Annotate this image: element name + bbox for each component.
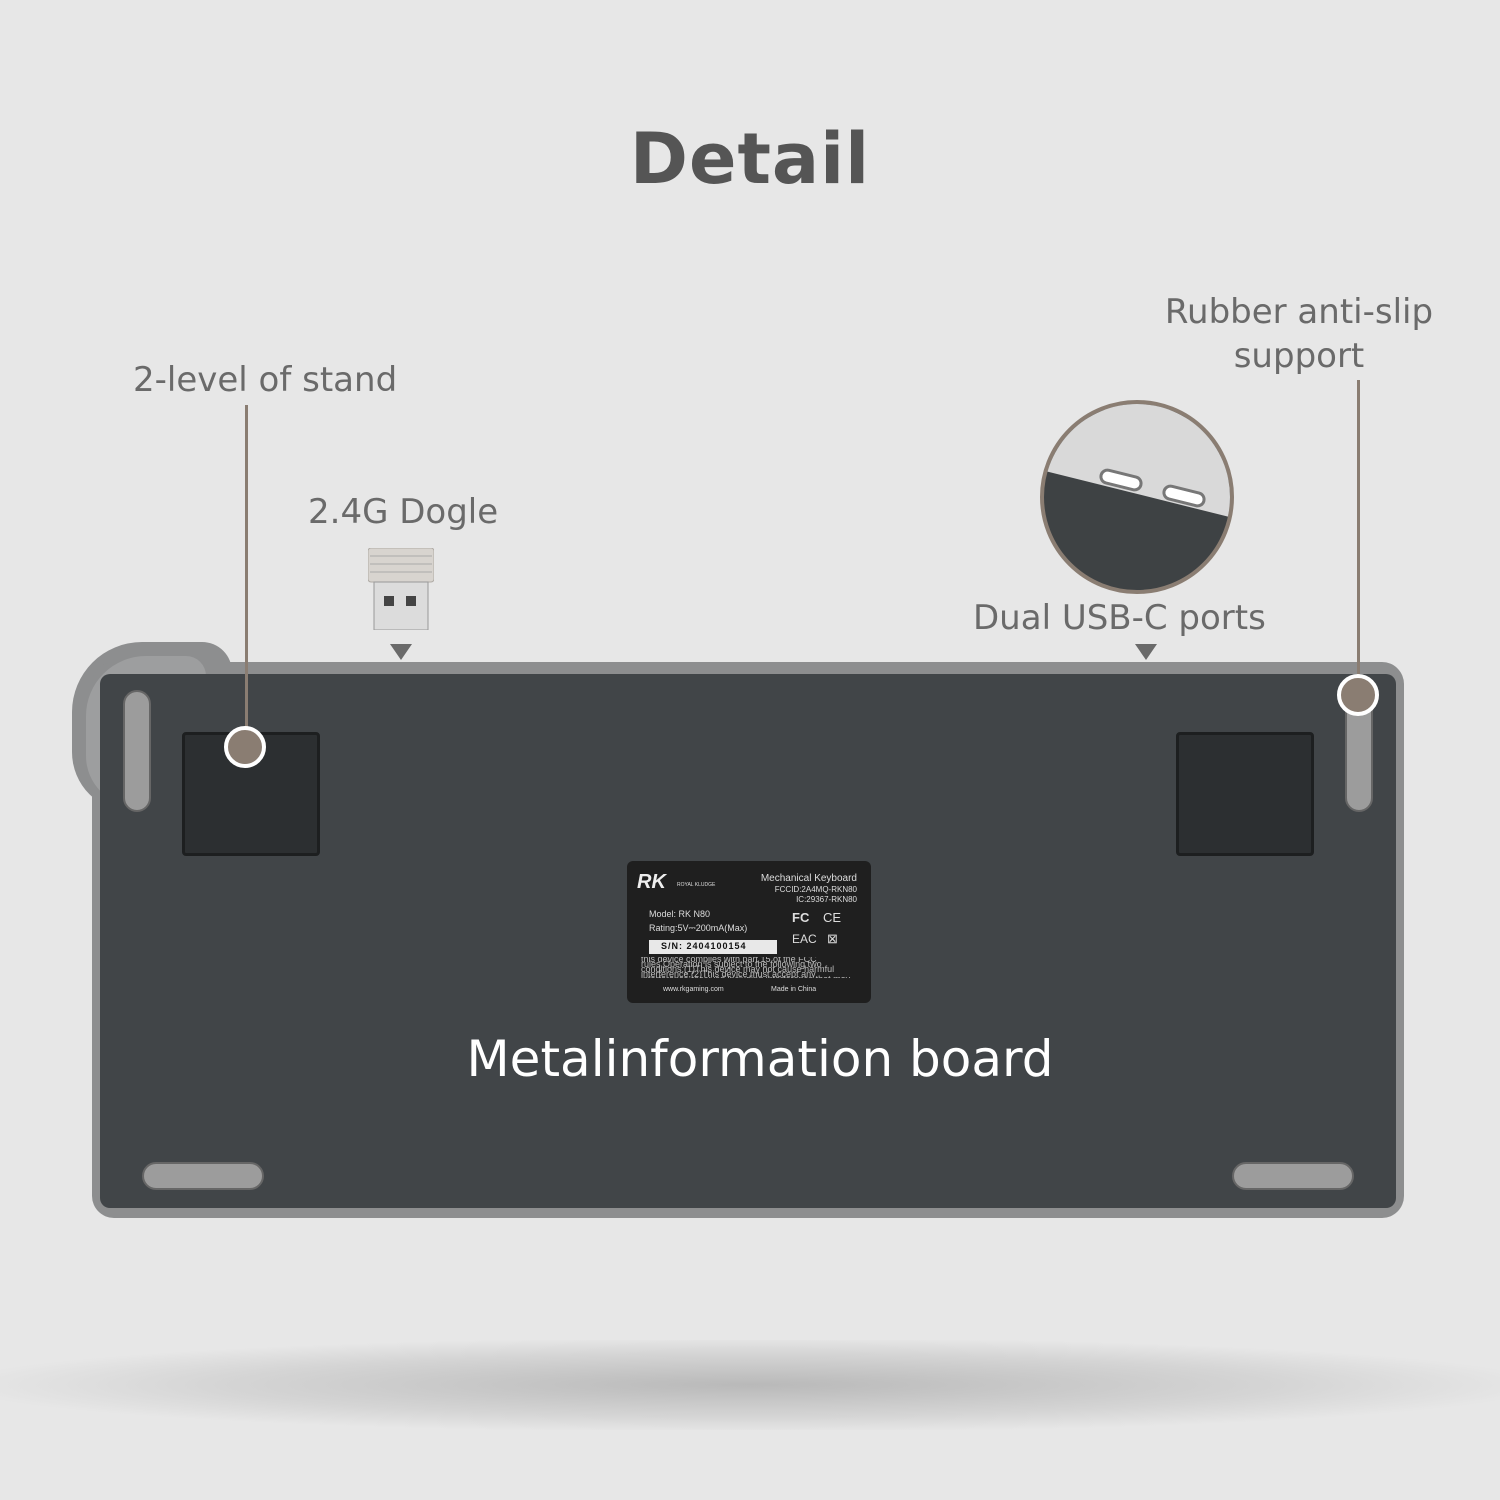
callout-dongle: 2.4G Dogle [308, 492, 499, 532]
weee-bin-icon: ⊠ [827, 931, 838, 946]
rubber-pad-right-bottom [1232, 1162, 1354, 1190]
brand-logo: RK [637, 871, 666, 893]
rating: Rating:5V⎓200mA(Max) [649, 923, 748, 933]
fcc-mark: FC [792, 910, 810, 925]
ic-number: IC:29367-RKN80 [796, 895, 857, 904]
usb-c-closeup [1040, 400, 1234, 594]
serial-number: S/N: 2404100154 [649, 940, 777, 954]
product-name: Mechanical Keyboard [760, 873, 857, 884]
dongle-pointer-arrow [390, 644, 412, 660]
usb-dongle-icon [368, 548, 434, 630]
fccid: FCCID:2A4MQ-RKN80 [774, 885, 857, 894]
rubber-pad-left-top [123, 690, 151, 812]
rubber-pad-left-bottom [142, 1162, 264, 1190]
callout-stand: 2-level of stand [133, 360, 398, 400]
usb-c-pointer-arrow [1135, 644, 1157, 660]
rubber-leader-line [1357, 380, 1360, 676]
origin: Made in China [771, 986, 817, 993]
rubber-marker-dot [1337, 674, 1379, 716]
fcc-notice: this device complies with part 15 of the… [641, 957, 850, 978]
eac-mark: EAC [792, 932, 817, 946]
stand-leader-line [245, 405, 248, 727]
callout-rubber: Rubber anti-slip support [1164, 292, 1434, 376]
website: www.rkgaming.com [663, 986, 724, 993]
stand-right[interactable] [1176, 732, 1314, 856]
keyboard-shadow [0, 1340, 1500, 1430]
stand-marker-dot [224, 726, 266, 768]
callout-information-board: Metalinformation board [466, 1030, 1054, 1088]
brand-sub: ROYAL KLUDGE [677, 882, 716, 888]
information-label: RK ROYAL KLUDGE Mechanical Keyboard FCCI… [627, 861, 871, 1003]
callout-usb-c: Dual USB-C ports [973, 598, 1266, 638]
page-title: Detail [629, 118, 871, 200]
model: Model: RK N80 [649, 909, 711, 919]
ce-mark: CE [823, 910, 842, 925]
